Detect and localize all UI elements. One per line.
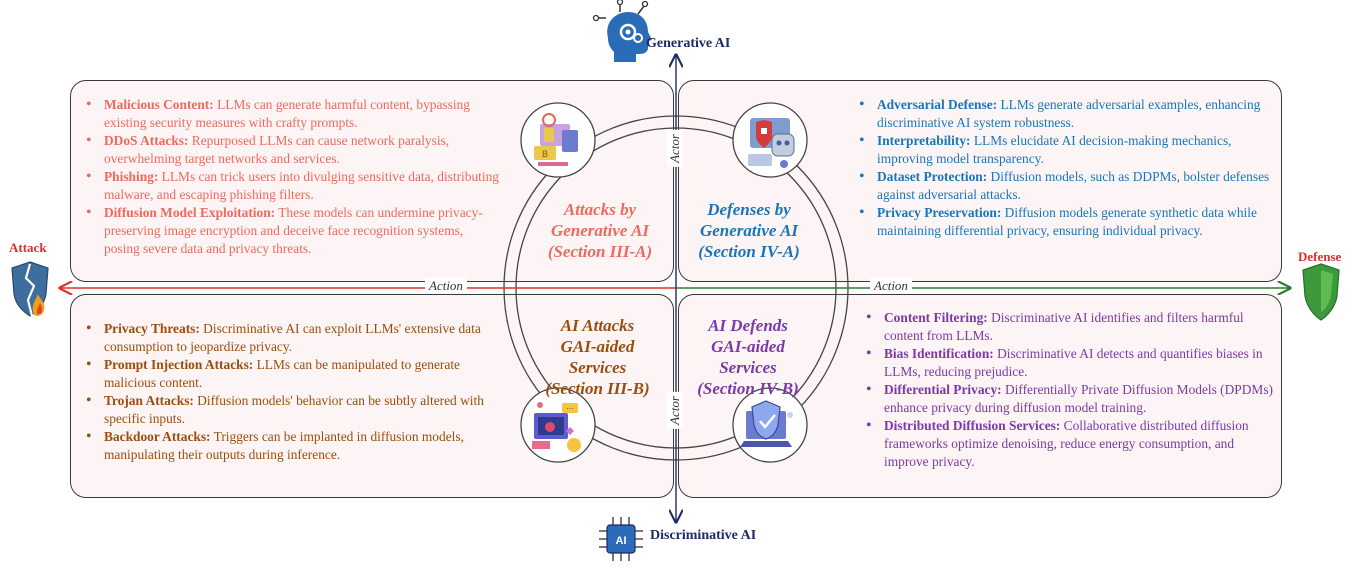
list-item: Privacy Threats: Discriminative AI can e…	[82, 320, 492, 356]
list-item: Content Filtering: Discriminative AI ide…	[862, 309, 1277, 345]
list-item: Dataset Protection: Diffusion models, su…	[855, 168, 1280, 204]
list-item: Phishing: LLMs can trick users into divu…	[82, 168, 502, 204]
svg-text:B: B	[542, 149, 548, 159]
list-item: Interpretability: LLMs elucidate AI deci…	[855, 132, 1280, 168]
malware-attack-icon: ···	[520, 387, 596, 463]
list-item: Backdoor Attacks: Triggers can be implan…	[82, 428, 492, 464]
list-ai-attacks: Privacy Threats: Discriminative AI can e…	[82, 320, 492, 464]
list-item: Adversarial Defense: LLMs generate adver…	[855, 96, 1280, 132]
laptop-shield-icon	[732, 387, 808, 463]
quadrant-title-attacks-by-gai: Attacks by Generative AI (Section III-A)	[547, 200, 653, 261]
actor-label-top: Actor	[667, 130, 683, 167]
list-ai-defends: Content Filtering: Discriminative AI ide…	[862, 309, 1277, 471]
green-shield-icon	[1302, 263, 1340, 321]
hacker-attack-icon: B	[520, 102, 596, 178]
svg-text:AI: AI	[616, 535, 627, 547]
list-item: Prompt Injection Attacks: LLMs can be ma…	[82, 356, 492, 392]
defense-label: Defense	[1298, 249, 1342, 264]
action-label-left: Action	[425, 278, 467, 294]
generative-ai-label: Generative AI	[646, 36, 731, 51]
quadrant-title-defenses-by-gai: Defenses by Generative AI (Section IV-A)	[698, 200, 800, 261]
quadrant-title-ai-defends: AI Defends GAI-aided Services (Section I…	[697, 316, 799, 398]
list-item: Differential Privacy: Differentially Pri…	[862, 381, 1277, 417]
brain-gears-icon	[592, 0, 652, 62]
action-label-right: Action	[870, 278, 912, 294]
discriminative-ai-label: Discriminative AI	[650, 528, 757, 543]
ai-chip-icon: AI	[599, 517, 643, 561]
actor-label-bottom: Actor	[667, 392, 683, 429]
list-item: Distributed Diffusion Services: Collabor…	[862, 417, 1277, 471]
broken-shield-fire-icon	[11, 261, 49, 317]
list-item: Malicious Content: LLMs can generate har…	[82, 96, 502, 132]
list-item: DDoS Attacks: Repurposed LLMs can cause …	[82, 132, 502, 168]
svg-text:···: ···	[566, 404, 574, 413]
quadrant-title-ai-attacks: AI Attacks GAI-aided Services (Section I…	[545, 316, 650, 398]
attack-label: Attack	[9, 240, 47, 255]
list-item: Trojan Attacks: Diffusion models' behavi…	[82, 392, 492, 428]
robot-defense-icon	[732, 102, 808, 178]
list-attacks-by-gai: Malicious Content: LLMs can generate har…	[82, 96, 502, 258]
list-defenses-by-gai: Adversarial Defense: LLMs generate adver…	[855, 96, 1280, 240]
list-item: Privacy Preservation: Diffusion models g…	[855, 204, 1280, 240]
list-item: Diffusion Model Exploitation: These mode…	[82, 204, 502, 258]
list-item: Bias Identification: Discriminative AI d…	[862, 345, 1277, 381]
